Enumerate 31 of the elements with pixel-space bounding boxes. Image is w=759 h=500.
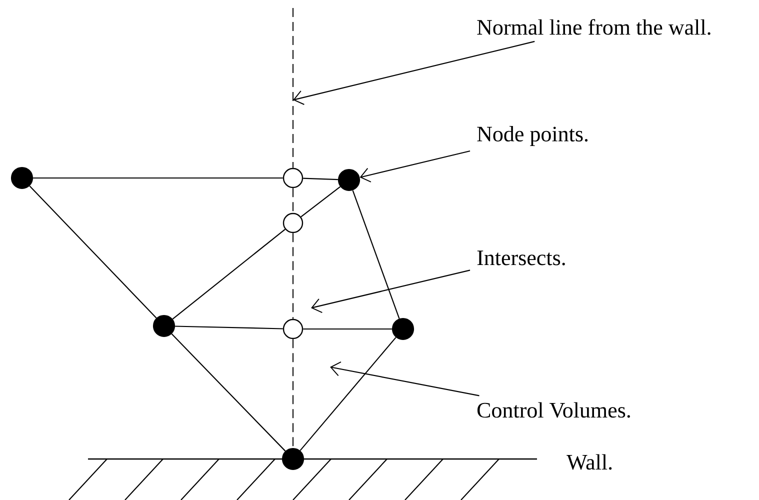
intersect-point — [282, 318, 304, 340]
callout-text: Node points. — [477, 126, 588, 146]
node-point — [392, 318, 414, 340]
callout-text: Normal line from the wall. — [477, 19, 710, 35]
dashed-line — [292, 188, 294, 214]
node-point — [338, 168, 360, 192]
mesh-line — [300, 337, 396, 451]
mesh-line — [171, 334, 286, 452]
dashed-line — [292, 232, 294, 320]
mesh-line — [29, 186, 157, 318]
mesh-line — [303, 328, 392, 330]
wall-label: Wall. — [566, 454, 612, 470]
mesh-line — [300, 186, 341, 218]
callout-text: Control Volumes. — [477, 402, 630, 418]
node-point — [10, 166, 34, 190]
leader-arrow — [311, 270, 470, 314]
leader-arrow — [293, 40, 535, 105]
dashed-line — [292, 8, 294, 168]
leader-arrow — [330, 361, 480, 396]
mesh-line — [33, 177, 283, 179]
mesh-line — [175, 326, 283, 330]
leader-arrow — [360, 150, 470, 182]
mesh-line — [352, 190, 400, 319]
mesh-line — [172, 228, 286, 320]
intersect-point — [282, 212, 304, 234]
node-point — [282, 448, 304, 470]
callout-text: Intersects. — [477, 250, 565, 266]
dashed-line — [292, 338, 294, 448]
node-point — [152, 314, 176, 338]
mesh-line — [303, 178, 338, 180]
intersect-point — [282, 168, 304, 188]
